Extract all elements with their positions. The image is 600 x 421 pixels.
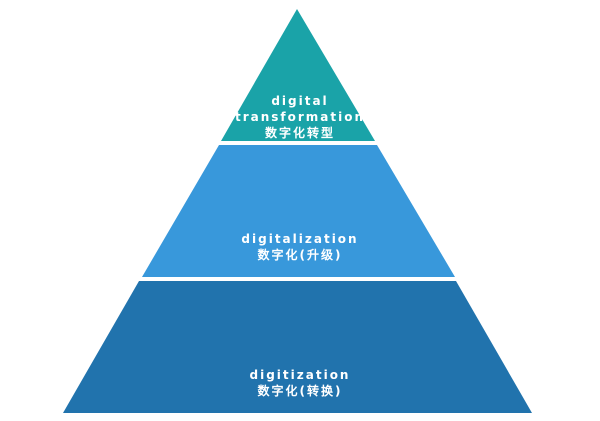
- layer-bottom-line-2: 数字化(转换): [257, 384, 343, 398]
- layer-middle-line-1: digitalization: [241, 232, 359, 246]
- layer-top-line-3: 数字化转型: [264, 126, 335, 140]
- pyramid-layer-top: [221, 9, 375, 141]
- layer-top-line-1: digital: [271, 94, 329, 108]
- pyramid-layer-middle: [142, 145, 455, 277]
- layer-middle-label: digitalization 数字化(升级): [0, 231, 600, 263]
- layer-top-line-2: transformation: [234, 110, 366, 124]
- layer-bottom-line-1: digitization: [249, 368, 351, 382]
- layer-top-label: digital transformation 数字化转型: [0, 93, 600, 141]
- layer-bottom-label: digitization 数字化(转换): [0, 367, 600, 399]
- layer-middle-line-2: 数字化(升级): [257, 248, 343, 262]
- pyramid-layer-bottom: [63, 281, 532, 413]
